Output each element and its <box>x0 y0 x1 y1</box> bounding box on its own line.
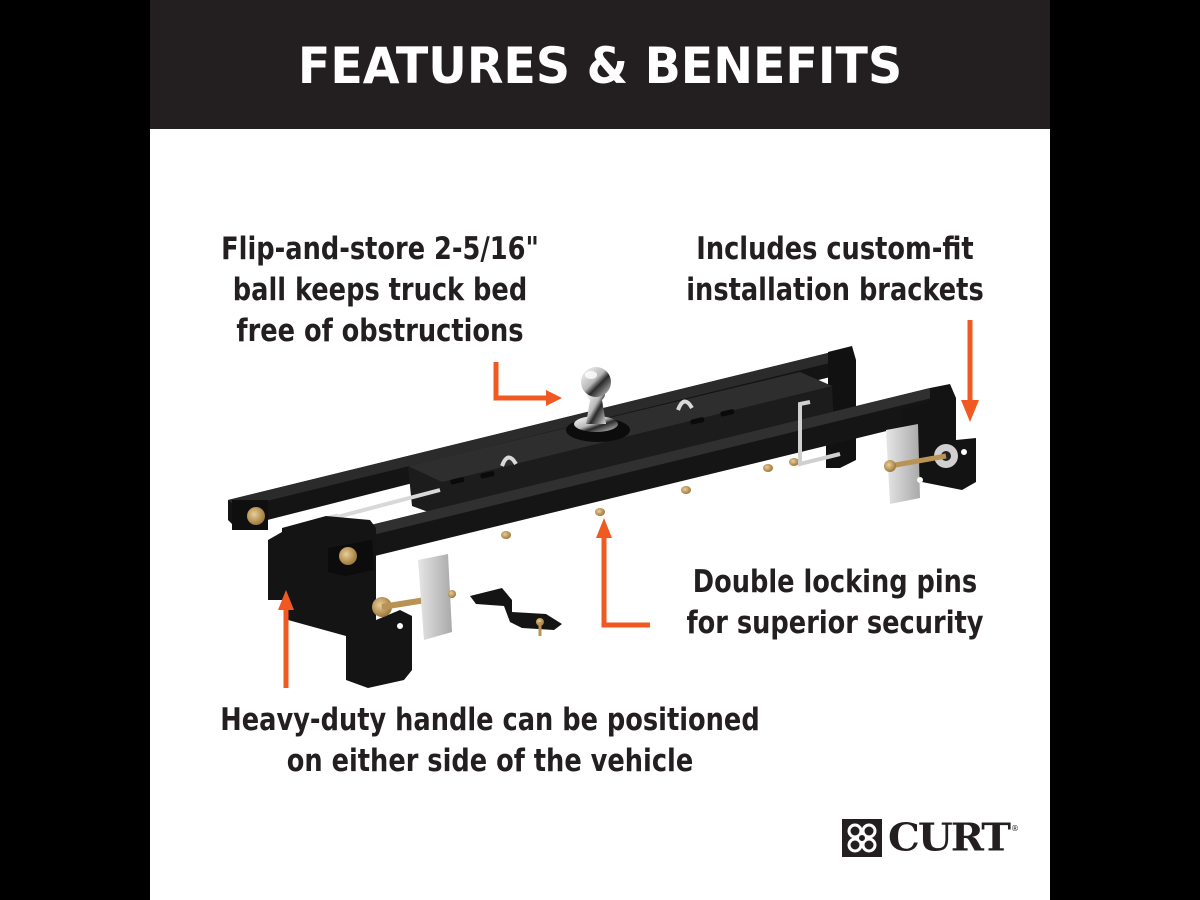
brand-name: CURT <box>888 815 1011 860</box>
arrow-head-down-icon <box>961 400 979 422</box>
callout-line: for superior security <box>686 605 984 641</box>
callout-line: Double locking pins <box>692 564 978 600</box>
callout-line: ball keeps truck bed <box>232 272 528 308</box>
callout-line: Flip-and-store 2-5/16" <box>221 231 539 267</box>
callout-line: on either side of the vehicle <box>286 743 694 779</box>
callout-line: Heavy-duty handle can be positioned <box>220 702 760 738</box>
header-band: FEATURES & BENEFITS <box>150 0 1050 129</box>
left-side-bracket <box>268 516 456 688</box>
backing-plate <box>418 554 452 640</box>
registered-mark: ® <box>1011 824 1020 833</box>
product-infographic: FEATURES & BENEFITS <box>150 0 1050 900</box>
callout-installation-brackets: Includes custom-fit installation bracket… <box>674 229 996 311</box>
callout-double-locking-pins: Double locking pins for superior securit… <box>669 562 1000 644</box>
installation-bracket <box>470 588 562 636</box>
ball-arrow <box>493 362 548 401</box>
callout-line: free of obstructions <box>236 313 524 349</box>
arrow-head-up-icon <box>278 590 294 610</box>
callout-line: Includes custom-fit <box>696 231 974 267</box>
callout-heavy-duty-handle: Heavy-duty handle can be positioned on e… <box>205 700 775 782</box>
page-title: FEATURES & BENEFITS <box>297 36 903 95</box>
callout-flip-and-store-ball: Flip-and-store 2-5/16" ball keeps truck … <box>205 229 555 352</box>
pins-arrow <box>601 536 650 628</box>
arrow-head-up-icon <box>596 518 612 538</box>
hitch-ball <box>581 367 611 397</box>
callout-arrows <box>278 320 979 688</box>
arrow-head-right-icon <box>546 390 562 406</box>
front-rail <box>326 388 948 566</box>
center-ball-plate <box>408 367 834 520</box>
curt-logo: CURT ® <box>842 818 1019 858</box>
curt-chain-mark-icon <box>842 819 882 857</box>
callout-line: installation brackets <box>686 272 984 308</box>
right-side-bracket <box>884 384 976 504</box>
gooseneck-hitch-illustration <box>228 320 979 688</box>
